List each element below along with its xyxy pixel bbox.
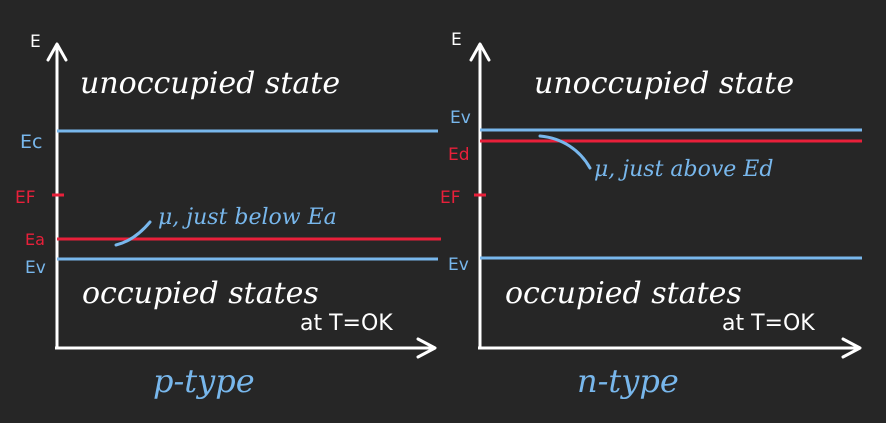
right-axis-label: E (451, 30, 462, 50)
left-annotation-arrow (114, 220, 152, 247)
left-unoccupied-label: unoccupied state (80, 66, 340, 101)
left-x-axis-arrow-icon (416, 337, 437, 359)
right-occupied-label: occupied states (505, 276, 742, 311)
left-ef-label: EF (15, 188, 36, 208)
left-caption: p-type (153, 362, 255, 400)
right-x-axis-arrow-icon (841, 337, 862, 359)
right-caption: n-type (577, 362, 679, 400)
left-annotation: μ, just below Ea (158, 205, 337, 230)
left-axis-label: E (30, 32, 41, 52)
p-type-panel: E unoccupied state occupied states at T=… (15, 32, 441, 400)
right-ec-label: Ev (450, 108, 471, 128)
right-unoccupied-label: unoccupied state (534, 66, 794, 101)
left-ev-label: Ev (25, 258, 46, 278)
left-ec-label: Ec (20, 131, 42, 153)
right-ef-label: EF (440, 188, 461, 208)
left-ea-label: Ea (25, 230, 45, 249)
right-temperature-label: at T=OK (722, 311, 815, 336)
n-type-panel: E unoccupied state occupied states at T=… (440, 30, 862, 400)
left-occupied-label: occupied states (82, 276, 319, 311)
right-ed-label: Ed (448, 145, 470, 165)
left-energy-axis-arrow-icon (46, 42, 68, 62)
left-temperature-label: at T=OK (300, 311, 393, 336)
right-annotation: μ, just above Ed (594, 157, 773, 182)
right-ev-label: Ev (448, 255, 469, 275)
right-energy-axis-arrow-icon (469, 42, 491, 62)
right-annotation-arrow (538, 134, 592, 170)
